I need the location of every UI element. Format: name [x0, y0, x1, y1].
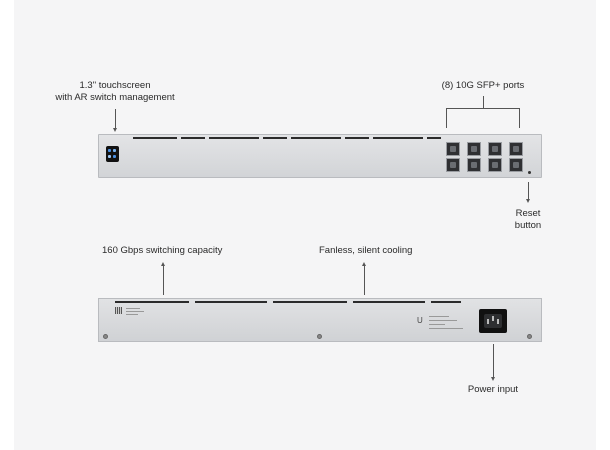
fanless-label: Fanless, silent cooling — [319, 245, 413, 256]
reset-label: Reset button — [498, 208, 558, 232]
front-vent — [427, 137, 441, 139]
rear-label-text-line — [126, 311, 144, 312]
rear-vent — [353, 301, 425, 303]
sfp-callout-bar — [446, 108, 520, 109]
screen-app-dot — [113, 149, 116, 152]
switching-capacity-line — [163, 265, 164, 295]
fanless-line — [364, 265, 365, 295]
front-vent — [209, 137, 259, 139]
front-vent — [263, 137, 287, 139]
sfp-port[interactable] — [467, 142, 481, 156]
front-vent — [291, 137, 341, 139]
rear-compliance-line — [429, 320, 457, 321]
power-callout-line — [493, 344, 494, 377]
rear-label-text-line — [126, 308, 140, 309]
touchscreen-label: 1.3" touchscreen with AR switch manageme… — [40, 80, 190, 104]
rear-screw — [103, 334, 108, 339]
fanless-arrow — [361, 262, 366, 266]
power-callout-arrow — [490, 377, 495, 381]
screen-app-dot — [113, 155, 116, 158]
logo-u-icon: U — [417, 316, 423, 325]
sfp-port[interactable] — [488, 158, 502, 172]
rear-screw — [317, 334, 322, 339]
power-socket-icon[interactable] — [479, 309, 507, 333]
power-input-label: Power input — [467, 384, 519, 395]
touchscreen-callout-line — [115, 109, 116, 129]
rear-vent — [273, 301, 347, 303]
power-pin — [492, 316, 494, 321]
switching-capacity-arrow — [160, 262, 165, 266]
switch-rear-panel: U — [98, 298, 542, 342]
rear-compliance-line — [429, 316, 449, 317]
product-canvas — [14, 0, 596, 450]
sfp-port[interactable] — [467, 158, 481, 172]
power-pin — [497, 319, 499, 324]
front-vent — [373, 137, 423, 139]
touchscreen-callout-arrow — [112, 128, 117, 132]
reset-callout-arrow — [525, 199, 530, 203]
sfp-ports-label: (8) 10G SFP+ ports — [441, 80, 525, 91]
sfp-port[interactable] — [488, 142, 502, 156]
sfp-port[interactable] — [509, 142, 523, 156]
reset-callout-line — [528, 182, 529, 199]
switch-front-panel — [98, 134, 542, 178]
rear-screw — [527, 334, 532, 339]
rear-vent — [431, 301, 461, 303]
rear-compliance-line — [429, 324, 445, 325]
touchscreen-label-line1: 1.3" touchscreen — [79, 80, 151, 91]
front-vent — [181, 137, 205, 139]
front-vent — [345, 137, 369, 139]
power-socket-inner — [484, 314, 502, 328]
sfp-port[interactable] — [446, 142, 460, 156]
touchscreen-label-line2: with AR switch management — [55, 92, 175, 103]
sfp-callout-right — [519, 108, 520, 128]
touchscreen-icon[interactable] — [106, 146, 119, 162]
front-vent — [133, 137, 177, 139]
sfp-port[interactable] — [446, 158, 460, 172]
rear-label-qr-code — [115, 307, 122, 314]
sfp-callout-stem — [483, 96, 484, 108]
screen-app-dot — [108, 155, 111, 158]
rear-vent — [195, 301, 267, 303]
power-pin — [487, 319, 489, 324]
reset-button[interactable] — [528, 171, 531, 174]
rear-compliance-line — [429, 328, 463, 329]
sfp-port[interactable] — [509, 158, 523, 172]
reset-label-line1: Reset — [515, 208, 541, 219]
rear-vent — [115, 301, 189, 303]
reset-label-line2: button — [514, 220, 542, 231]
rear-label-text-line — [126, 314, 138, 315]
sfp-callout-left — [446, 108, 447, 128]
switching-capacity-label: 160 Gbps switching capacity — [102, 245, 223, 256]
screen-app-dot — [108, 149, 111, 152]
